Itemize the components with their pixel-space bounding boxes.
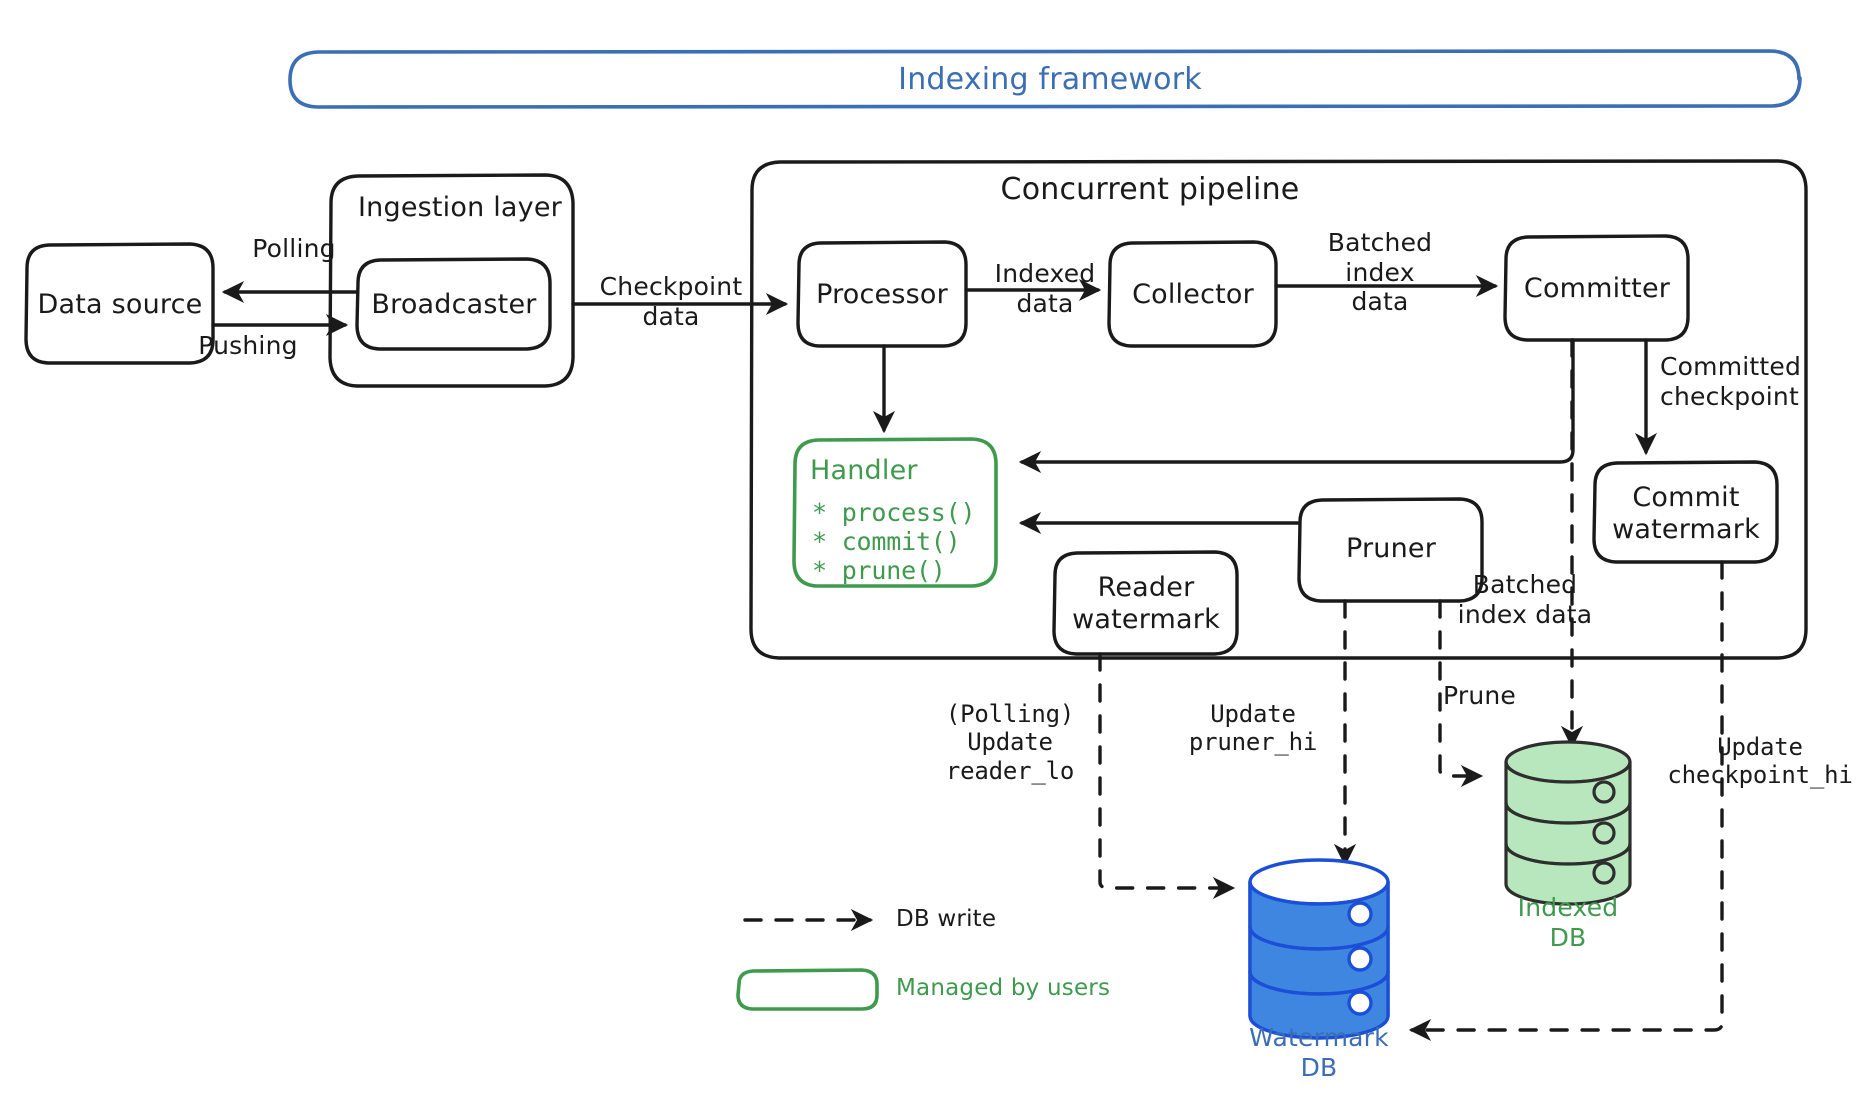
node-data-source-shape bbox=[24, 242, 215, 365]
db-watermark-shape bbox=[1248, 858, 1390, 1040]
node-handler-shape bbox=[792, 437, 998, 588]
node-collector[interactable]: Collector bbox=[1132, 279, 1254, 310]
node-pruner-shape bbox=[1297, 497, 1484, 603]
ingestion-layer-title: Ingestion layer bbox=[358, 192, 562, 223]
node-committer[interactable]: Committer bbox=[1523, 273, 1671, 304]
edge-committer-to-handler bbox=[1018, 338, 1575, 474]
db-watermark-label: Watermark DB bbox=[1249, 1023, 1389, 1082]
edge-label-update-checkpoint-hi: Update checkpoint_hi bbox=[1667, 733, 1853, 790]
edge-label-batched-index-data-db: Batched index data bbox=[1457, 570, 1593, 629]
node-handler-title: Handler bbox=[810, 455, 918, 486]
db-indexed-shape bbox=[1504, 740, 1632, 906]
group-ingestion-layer bbox=[328, 173, 575, 388]
handler-method-process: * process() bbox=[812, 498, 976, 527]
pipeline-title: Concurrent pipeline bbox=[1000, 172, 1300, 207]
edge-label-update-pruner-hi: Update pruner_hi bbox=[1188, 700, 1318, 757]
edge-update-checkpoint-hi bbox=[1408, 560, 1724, 1042]
handler-method-commit: * commit() bbox=[812, 527, 961, 556]
node-collector-shape bbox=[1107, 240, 1278, 348]
edge-label-committed-checkpoint: Committed checkpoint bbox=[1660, 352, 1802, 411]
edge-label-update-reader-lo: (Polling) Update reader_lo bbox=[945, 700, 1075, 785]
edge-label-polling: Polling bbox=[252, 234, 336, 263]
edge-label-indexed-data: Indexed data bbox=[994, 259, 1096, 318]
group-indexing-framework bbox=[288, 49, 1802, 109]
edge-label-batched-index-data: Batched index data bbox=[1327, 228, 1433, 316]
edge-prune bbox=[1438, 599, 1484, 788]
node-reader-watermark[interactable]: Reader watermark bbox=[1072, 572, 1220, 635]
legend-db-write-label: DB write bbox=[896, 906, 997, 932]
db-write-edges bbox=[1098, 338, 1724, 1042]
node-broadcaster[interactable]: Broadcaster bbox=[371, 289, 537, 320]
node-data-source[interactable]: Data source bbox=[37, 289, 203, 320]
legend-managed-by-users-label: Managed by users bbox=[896, 975, 1111, 1001]
node-processor-shape bbox=[796, 240, 968, 348]
node-pruner[interactable]: Pruner bbox=[1345, 533, 1437, 564]
node-broadcaster-shape bbox=[355, 257, 552, 351]
node-commit-watermark[interactable]: Commit watermark bbox=[1612, 482, 1760, 545]
db-indexed-label: Indexed DB bbox=[1517, 893, 1619, 952]
group-concurrent-pipeline bbox=[749, 159, 1808, 660]
edge-update-reader-lo bbox=[1098, 652, 1236, 900]
edge-label-prune: Prune bbox=[1443, 681, 1516, 710]
handler-method-prune: * prune() bbox=[812, 556, 946, 585]
node-commit-watermark-shape bbox=[1592, 460, 1779, 564]
edge-label-checkpoint-data: Checkpoint data bbox=[599, 272, 743, 331]
node-processor[interactable]: Processor bbox=[816, 279, 948, 310]
node-reader-watermark-shape bbox=[1052, 550, 1239, 656]
edge-label-pushing: Pushing bbox=[198, 331, 298, 360]
framework-title: Indexing framework bbox=[898, 62, 1202, 97]
node-committer-shape bbox=[1503, 234, 1690, 342]
legend-managed-box bbox=[736, 968, 879, 1011]
